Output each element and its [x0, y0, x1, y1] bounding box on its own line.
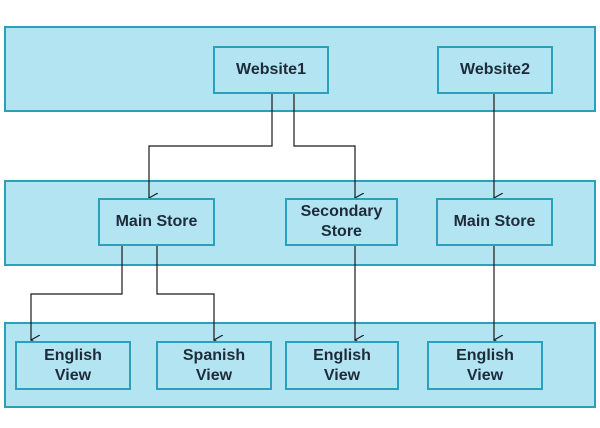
edge-main-store-1-spanish-view — [156, 246, 214, 340]
english-view-3-node: English View — [427, 341, 543, 390]
edge-main-store-1-english-view-1 — [31, 246, 123, 340]
edge-website1-main-store-1 — [149, 94, 273, 198]
website1-node: Website1 — [213, 46, 329, 94]
edge-website1-secondary-store — [293, 94, 355, 198]
english-view-1-node: English View — [15, 341, 131, 390]
website2-node: Website2 — [437, 46, 553, 94]
spanish-view-node: Spanish View — [156, 341, 272, 390]
english-view-2-node: English View — [285, 341, 399, 390]
main-store-1-node: Main Store — [98, 198, 215, 246]
secondary-store-node: Secondary Store — [285, 198, 398, 246]
main-store-2-node: Main Store — [436, 198, 553, 246]
